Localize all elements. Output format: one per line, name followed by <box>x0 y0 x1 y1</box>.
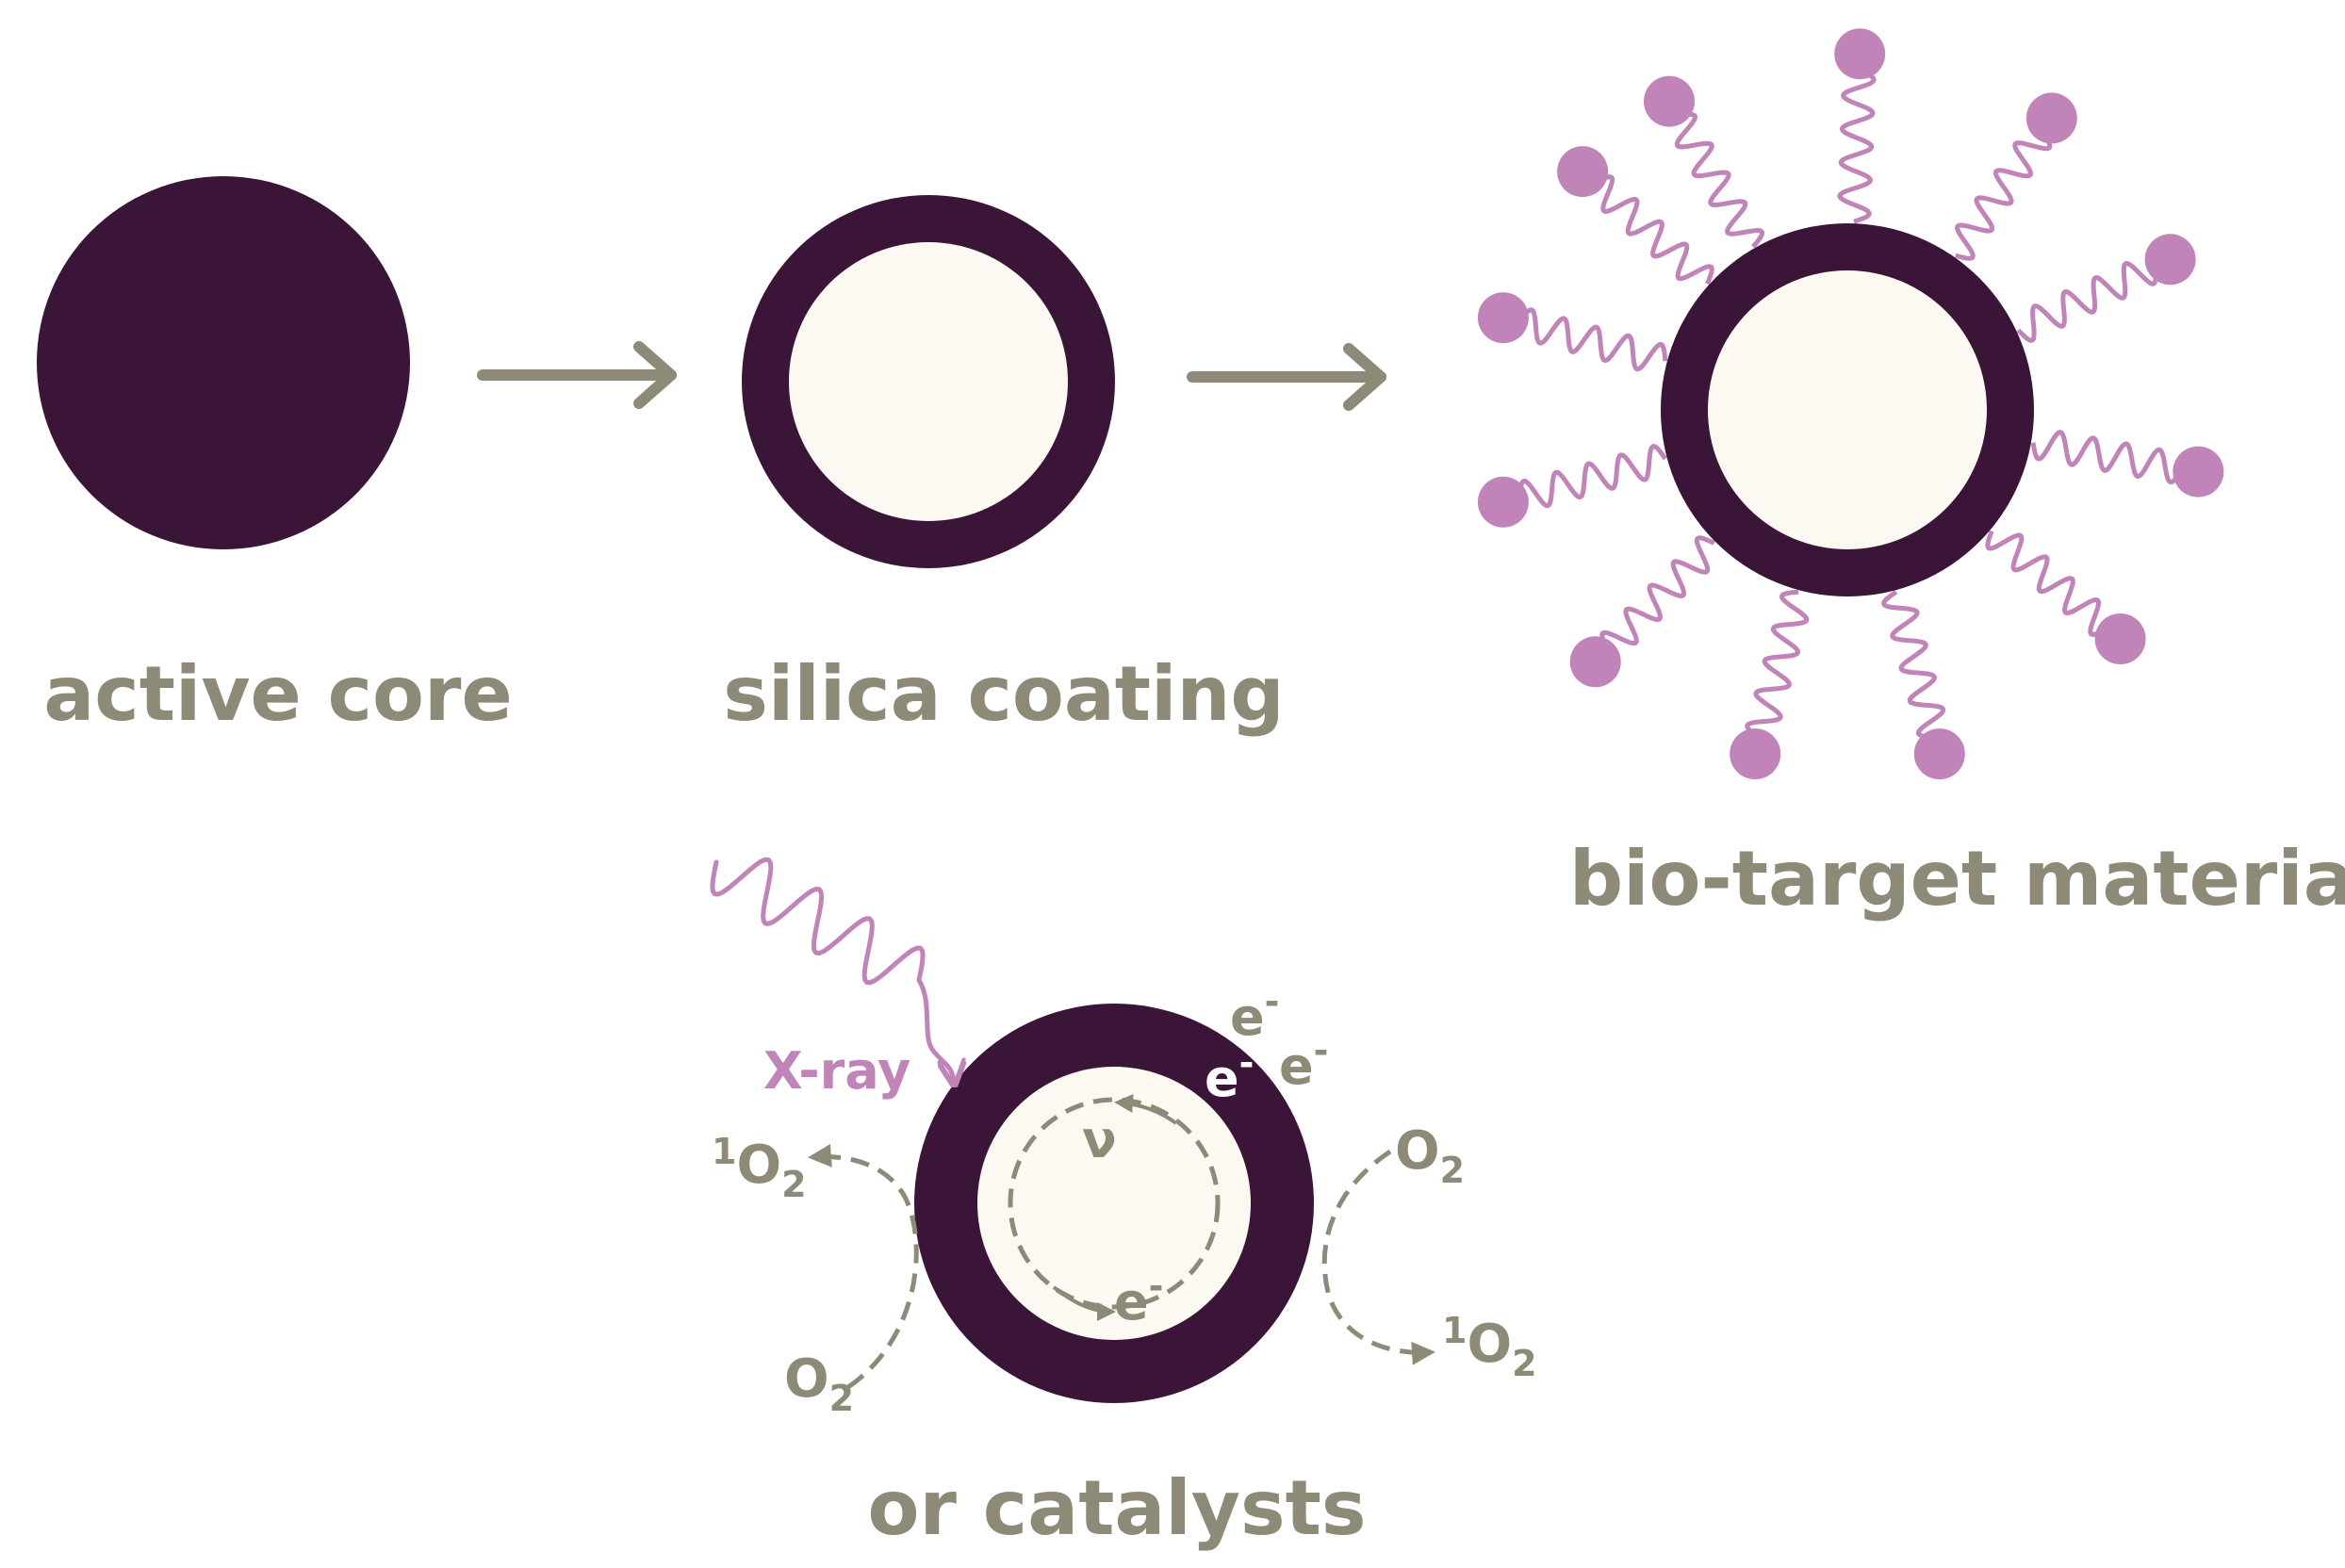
ligand-chain <box>1517 444 1667 509</box>
ligand-chain <box>1599 535 1715 651</box>
ligand-head <box>1557 146 1609 198</box>
label-or-catalysts: or catalysts <box>868 1464 1367 1552</box>
ligand-chain <box>2030 430 2184 485</box>
xray-wave <box>710 857 954 1082</box>
ligand-head <box>1834 28 1886 80</box>
active-core-particle <box>37 176 410 549</box>
ligand-head <box>1913 728 1965 780</box>
label-oxygen-bottom-left: O2 <box>784 1348 854 1419</box>
ligand-head <box>2173 446 2224 498</box>
ligand-head <box>1730 728 1781 780</box>
process-arrow-2 <box>1187 343 1386 411</box>
ligand-chain <box>1985 530 2109 637</box>
ligand-chain <box>1517 307 1668 372</box>
ligand-chain <box>1594 174 1714 286</box>
catalyst-particle <box>914 1004 1314 1403</box>
bio-target-particle <box>1477 28 2224 780</box>
label-nu: ν <box>1082 1110 1117 1169</box>
ligand-chain <box>1745 589 1810 740</box>
label-oxygen-right: O2 <box>1395 1120 1465 1191</box>
ligand-head <box>1644 75 1695 127</box>
ligand-chain <box>1837 68 1877 224</box>
ligand-chain <box>1674 111 1765 249</box>
label-active-core: active core <box>43 650 512 738</box>
label-xray: X-ray <box>763 1041 910 1101</box>
ligand-head <box>1477 292 1529 344</box>
silica-coated-particle <box>742 195 1115 568</box>
ligand-head <box>2144 234 2196 286</box>
ligand-group <box>1477 28 2224 780</box>
electron-shell-right: e- <box>1279 1030 1328 1096</box>
electron-shell-top: e- <box>1230 981 1279 1047</box>
label-silica-coating: silica coating <box>723 650 1284 738</box>
ligand-head <box>1477 476 1529 528</box>
label-singlet-oxygen-right: 1O2 <box>1442 1310 1537 1384</box>
ligand-chain <box>1881 590 1946 741</box>
label-bio-target-material: bio-target material <box>1569 835 2345 923</box>
ligand-chain <box>2016 261 2158 343</box>
electron-shell-middle: e- <box>1205 1042 1254 1108</box>
cycle-arrow-top <box>1114 1093 1178 1125</box>
ligand-head <box>1569 636 1621 688</box>
ligand-head <box>2094 613 2146 664</box>
oxygen-arrow-right <box>1321 1149 1435 1365</box>
ligand-chain <box>1955 130 2053 261</box>
oxygen-arrow-left <box>808 1143 919 1390</box>
electron-core: e- <box>1114 1266 1163 1331</box>
process-arrow-1 <box>477 341 677 409</box>
ligand-head <box>2025 92 2077 144</box>
cycle-arrow-bottom <box>1052 1285 1116 1321</box>
label-singlet-oxygen-left: 1O2 <box>712 1131 807 1205</box>
